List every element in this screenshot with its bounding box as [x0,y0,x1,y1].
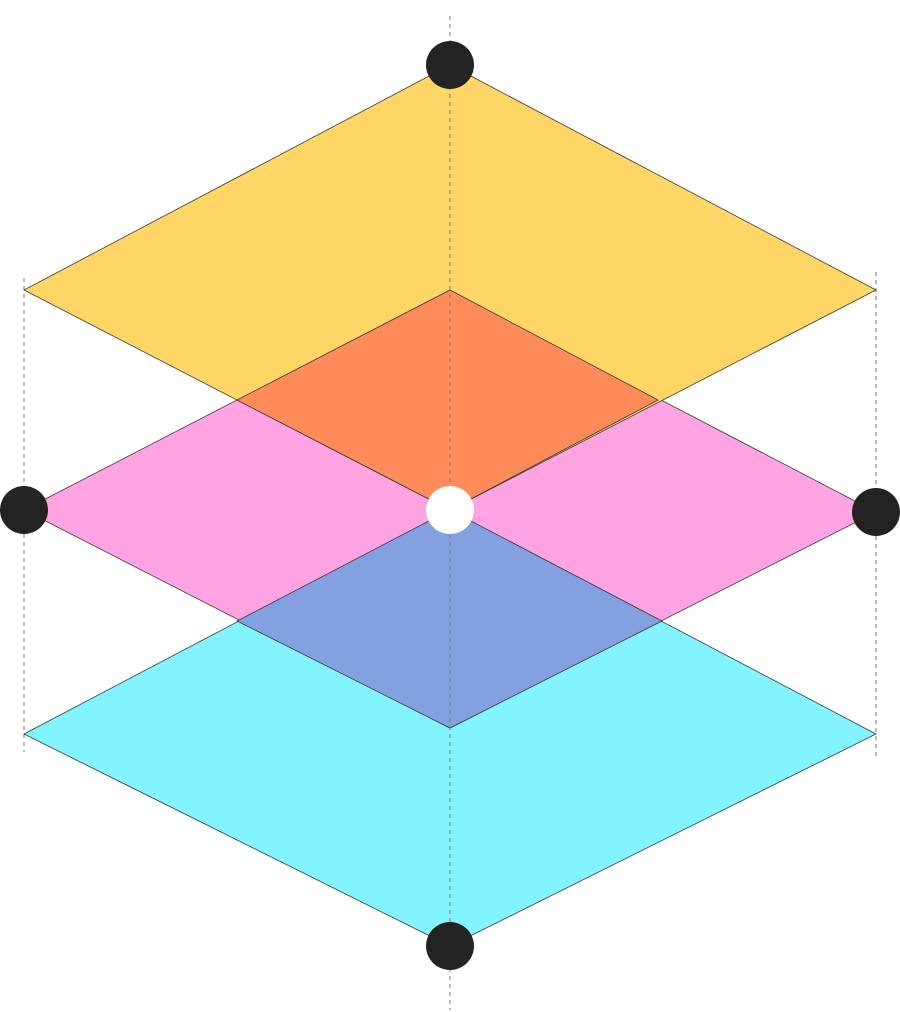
bottom-vertex-node [426,922,474,970]
center-vertex-node [426,486,474,534]
left-vertex-node [0,486,48,534]
right-vertex-node [852,488,900,536]
vertex-nodes [0,41,900,970]
top-vertex-node [426,41,474,89]
